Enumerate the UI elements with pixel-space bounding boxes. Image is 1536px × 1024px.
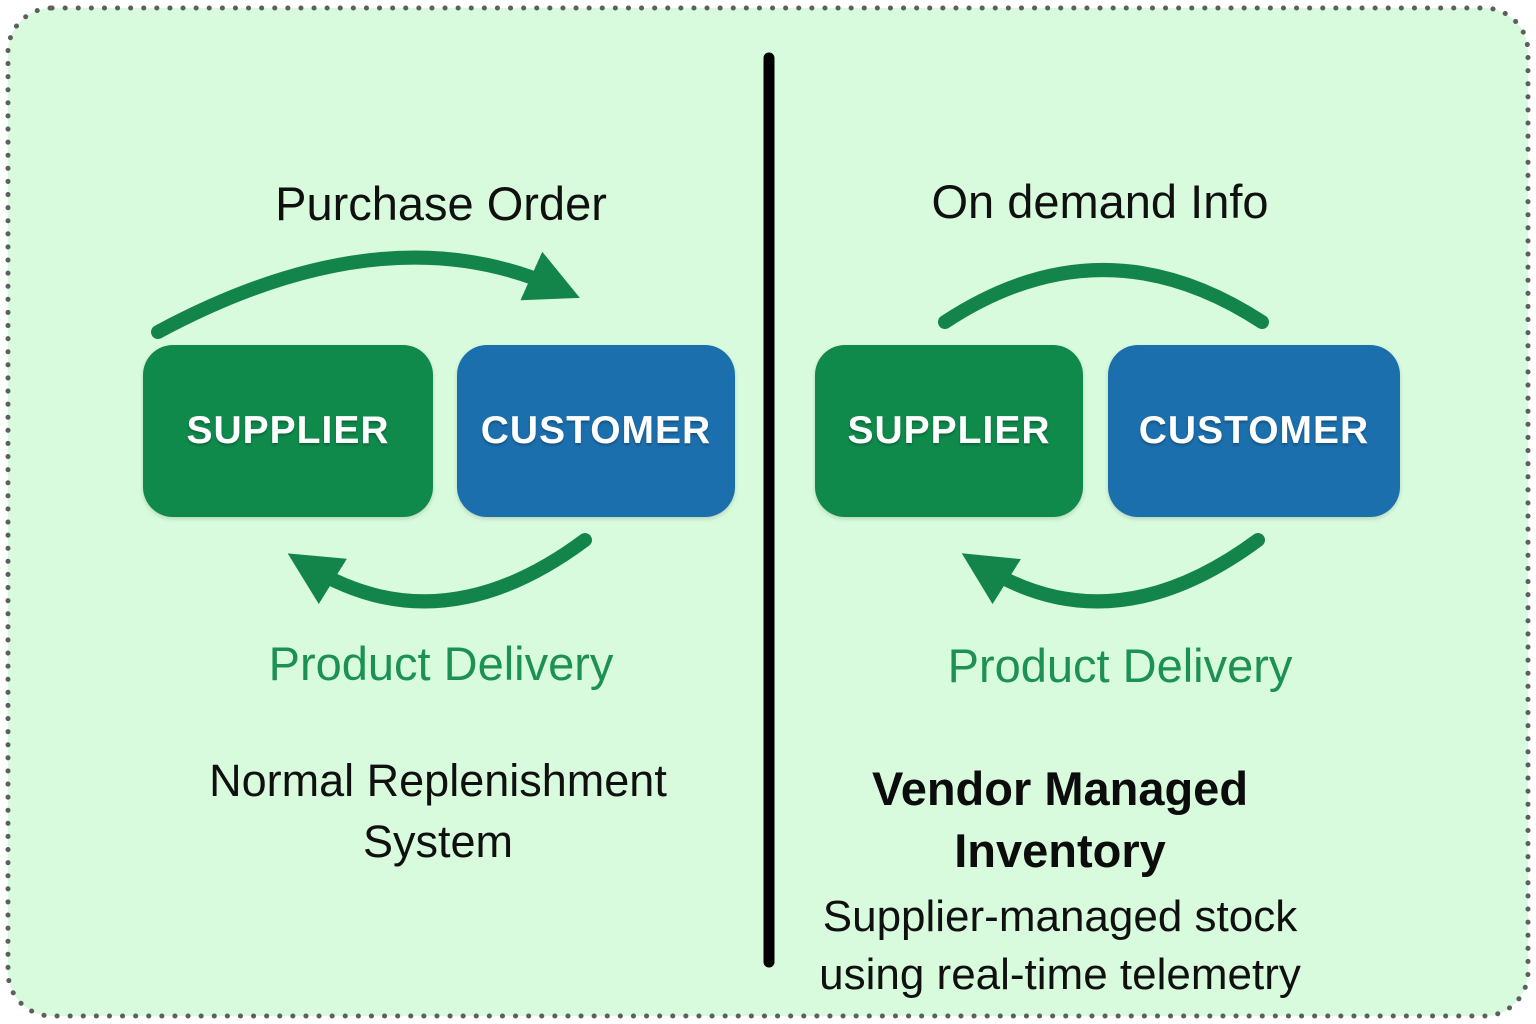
customer-box-right: CUSTOMER <box>1108 345 1400 517</box>
right-system-title-line1: Vendor Managed <box>871 762 1249 815</box>
right-system-subtitle: Supplier-managed stock using real-time t… <box>770 888 1350 1004</box>
product-delivery-label-right: Product Delivery <box>947 639 1293 692</box>
purchase-order-arrow-icon <box>151 250 580 339</box>
customer-box-left: CUSTOMER <box>457 345 735 517</box>
on-demand-info-arc-icon <box>938 263 1269 329</box>
supplier-box-left-label: SUPPLIER <box>186 409 390 452</box>
right-system-title: Vendor Managed Inventory <box>780 758 1340 882</box>
right-system-title-line2: Inventory <box>954 824 1166 877</box>
supplier-box-right: SUPPLIER <box>815 345 1083 517</box>
product-delivery-arrow-icon <box>287 533 592 609</box>
product-delivery-arrow-right-icon <box>961 533 1265 609</box>
left-system-title-line1: Normal Replenishment <box>209 755 667 806</box>
left-system-title: Normal Replenishment System <box>88 750 788 872</box>
supplier-box-left: SUPPLIER <box>143 345 433 517</box>
supplier-box-right-label: SUPPLIER <box>847 409 1051 452</box>
left-system-title-line2: System <box>362 816 514 867</box>
customer-box-right-label: CUSTOMER <box>1138 409 1370 452</box>
right-system-subtitle-line1: Supplier-managed stock <box>822 892 1298 941</box>
on-demand-info-label: On demand Info <box>931 175 1269 228</box>
product-delivery-label-left: Product Delivery <box>268 637 614 690</box>
purchase-order-label: Purchase Order <box>275 177 607 230</box>
customer-box-left-label: CUSTOMER <box>480 409 712 452</box>
right-system-subtitle-line2: using real-time telemetry <box>819 950 1301 999</box>
